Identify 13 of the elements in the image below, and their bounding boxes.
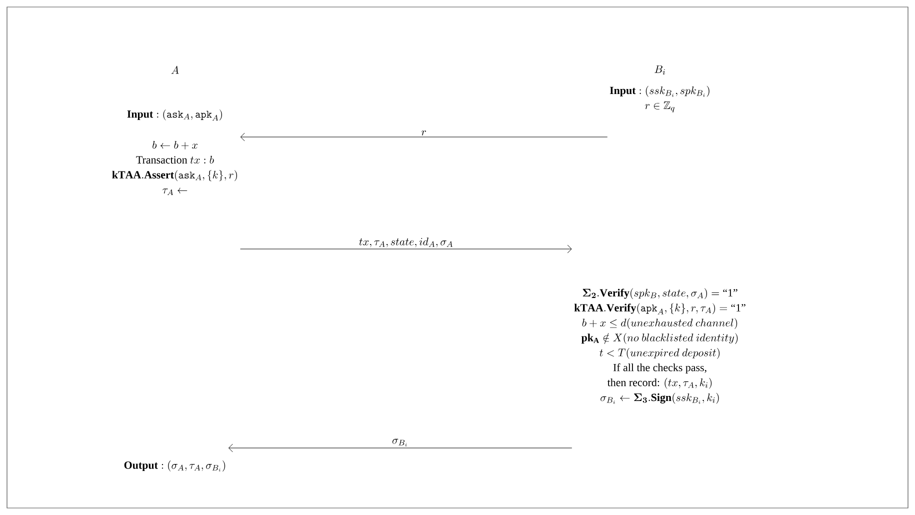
arrow — [240, 244, 572, 254]
party-label: $A$ — [171, 66, 179, 74]
edge-label: $\sigma_{B_i}$ — [392, 438, 407, 446]
verification-text: $\boldsymbol{\Sigma_2}.\mathbf{Verify}(spk_B, state, \sigma_A) = \text{``1''}$ $\mathbf{kTAA}.\mathbf{Verify}(\mathtt{apk}_A, \{k\}, r, \tau_A) = \text{``1''}$ $b + x \leq d(unexhausted\ channel)$ $\mathbf{pk_A} \notin X(no\ blacklisted\ identity)$ $t < T(unexpired\ deposit)$ $\text{If all the checks pass,}$ $\text{then record: }(tx, \tau_A, k_i)$ $\sigma_{B_i} \leftarrow \boldsymbol{\Sigma_3}.\mathbf{Sign}(ssk_{B_i}, k_i)$ — [574, 288, 746, 404]
party-label: $B_i$ — [654, 65, 665, 75]
computation-text: $b \leftarrow b + x$ $\text{Transaction } tx : b$ $\mathbf{kTAA}.\mathbf{Assert}(\mathtt{ask}_A, \{k\}, r)$ $\tau_A \leftarrow$ — [112, 140, 238, 196]
edge-label: $tx, \tau_A, state, id_A, \sigma_A$ — [359, 238, 453, 248]
output-text: $\textbf{Output} :(\sigma_A, \tau_A, \sigma_{B_i})$ — [124, 460, 226, 472]
arrow — [240, 132, 608, 142]
edge-label: $r$ — [422, 130, 426, 136]
arrow — [228, 444, 572, 452]
input-text: $\textbf{Input} :(\mathtt{ask}_A, \mathtt{apk}_A)$ — [127, 109, 222, 121]
input-text: $\textbf{Input} :(ssk_{B_i}, spk_{B_i})$ $r \in \mathbb{Z}_q$ — [610, 86, 710, 112]
